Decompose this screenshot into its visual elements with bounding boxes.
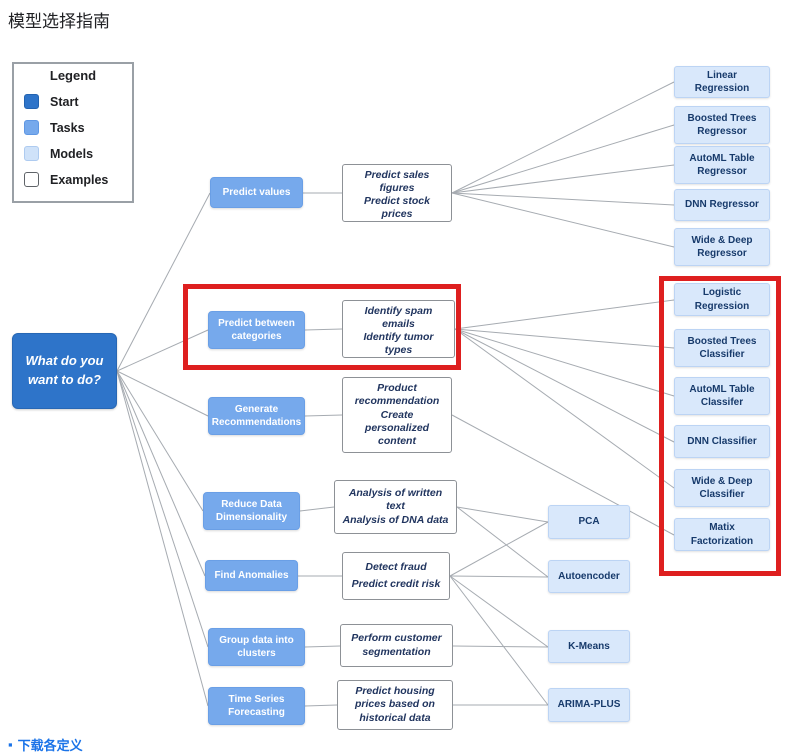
legend-item-start: Start — [24, 94, 132, 109]
legend-label: Models — [50, 146, 94, 161]
example-reduce-data-dimensionality: Analysis of written text Analysis of DNA… — [334, 480, 457, 534]
model-wide-deep-classifier: Wide & Deep Classifier — [674, 469, 770, 507]
task-group-data-into-clusters: Group data into clusters — [208, 628, 305, 666]
task-predict-values: Predict values — [210, 177, 303, 208]
legend-item-tasks: Tasks — [24, 120, 132, 135]
highlight-box-categories — [183, 284, 461, 370]
legend-label: Examples — [50, 172, 109, 187]
example-line: Product recommendation — [354, 382, 440, 408]
model-dnn-regressor: DNN Regressor — [674, 189, 770, 221]
model-k-means: K-Means — [548, 630, 630, 663]
example-line: Detect fraud — [365, 560, 427, 573]
example-line: Predict credit risk — [351, 577, 441, 590]
legend-label: Tasks — [50, 120, 85, 135]
example-predict-values: Predict sales figures Predict stock pric… — [342, 164, 452, 222]
example-line: Predict housing prices based on historic… — [355, 685, 435, 724]
task-generate-recommendations: Generate Recommendations — [208, 397, 305, 435]
example-line: Predict sales figures — [364, 169, 430, 195]
example-line: Analysis of written text — [348, 486, 443, 512]
page-title: 模型选择指南 — [8, 12, 110, 31]
tasks-swatch-icon — [24, 120, 39, 135]
example-time-series-forecasting: Predict housing prices based on historic… — [337, 680, 453, 730]
example-predict-between-categories: Identify spam emails Identify tumor type… — [342, 300, 455, 358]
model-matrix-factorization: Matix Factorization — [674, 518, 770, 551]
task-time-series-forecasting: Time Series Forecasting — [208, 687, 305, 725]
model-boosted-trees-classifier: Boosted Trees Classifier — [674, 329, 770, 367]
examples-swatch-icon — [24, 172, 39, 187]
example-line: Create personalized content — [364, 408, 430, 447]
model-dnn-classifier: DNN Classifier — [674, 425, 770, 458]
model-automl-table-classifier: AutoML Table Classifer — [674, 377, 770, 415]
model-pca: PCA — [548, 505, 630, 539]
footer-link-label: 下载各定义 — [17, 738, 83, 753]
example-group-data-into-clusters: Perform customer segmentation — [340, 624, 453, 667]
task-reduce-data-dimensionality: Reduce Data Dimensionality — [203, 492, 300, 530]
example-line: Identify tumor types — [363, 331, 434, 357]
model-linear-regression: Linear Regression — [674, 66, 770, 98]
example-line: Perform customer segmentation — [351, 632, 442, 658]
model-boosted-trees-regressor: Boosted Trees Regressor — [674, 106, 770, 144]
bullet-icon: ▪ — [8, 737, 13, 752]
example-line: Analysis of DNA data — [342, 514, 449, 527]
example-find-anomalies: Detect fraud Predict credit risk — [342, 552, 450, 600]
models-swatch-icon — [24, 146, 39, 161]
legend-title: Legend — [49, 68, 97, 83]
start-swatch-icon — [24, 94, 39, 109]
model-logistic-regression: Logistic Regression — [674, 283, 770, 316]
example-line: Identify spam emails — [364, 305, 433, 331]
task-predict-between-categories: Predict between categories — [208, 311, 305, 349]
example-generate-recommendations: Product recommendation Create personaliz… — [342, 377, 452, 453]
task-find-anomalies: Find Anomalies — [205, 560, 298, 591]
start-node: What do you want to do? — [12, 333, 117, 409]
legend-label: Start — [50, 94, 79, 109]
model-autoencoder: Autoencoder — [548, 560, 630, 593]
model-wide-deep-regressor: Wide & Deep Regressor — [674, 228, 770, 266]
model-arima-plus: ARIMA-PLUS — [548, 688, 630, 722]
model-automl-table-regressor: AutoML Table Regressor — [674, 146, 770, 184]
highlight-box-classifier-models — [659, 276, 781, 576]
legend-item-examples: Examples — [24, 172, 132, 187]
example-line: Predict stock prices — [364, 195, 430, 221]
legend-box: Legend Start Tasks Models Examples — [12, 62, 134, 203]
legend-item-models: Models — [24, 146, 132, 161]
footer-download-link[interactable]: ▪ 下载各定义 — [8, 735, 83, 754]
